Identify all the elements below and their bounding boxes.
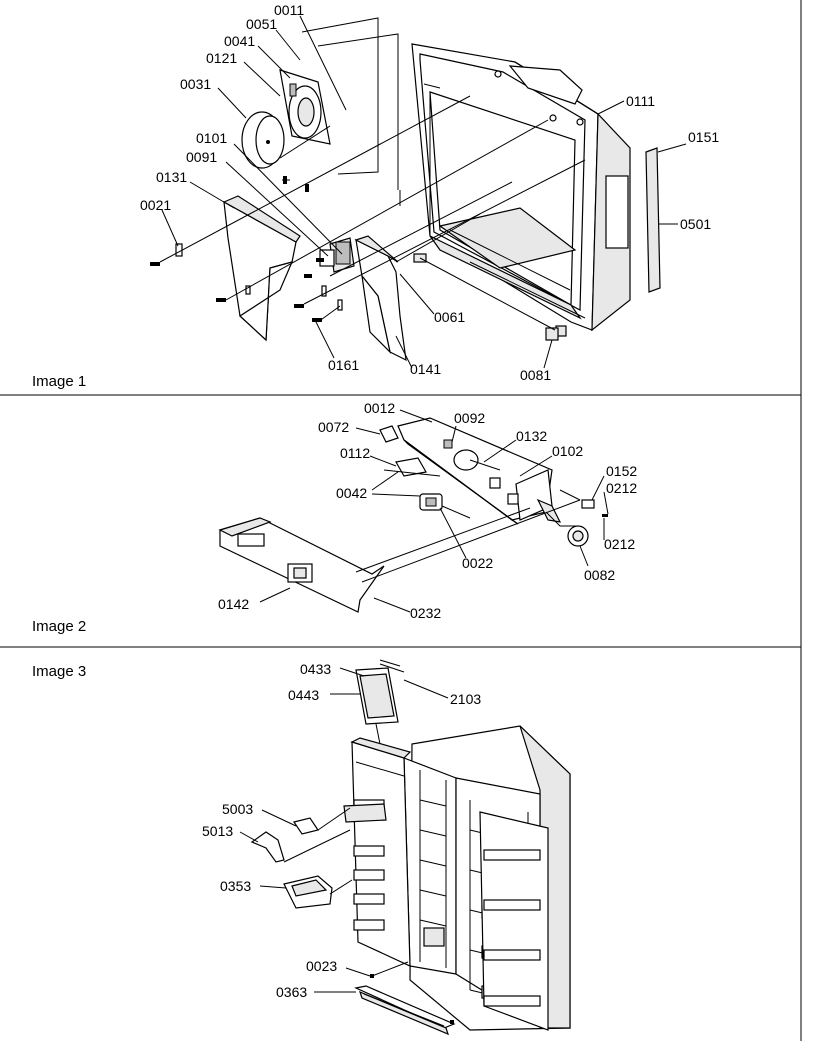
callout-0363: 0363 <box>276 984 307 1000</box>
fan-bracket-0011 <box>279 69 331 192</box>
callout-0141: 0141 <box>410 361 441 377</box>
callout-0142: 0142 <box>218 596 249 612</box>
damper-0082 <box>567 499 608 547</box>
guide-lines-panel-3 <box>283 723 409 977</box>
callout-0433: 0433 <box>300 661 331 677</box>
callout-0022: 0022 <box>462 555 493 571</box>
freezer-door <box>343 737 412 967</box>
callout-0012: 0012 <box>364 400 395 416</box>
callout-0212-top: 0212 <box>606 480 637 496</box>
guide-lines-panel-2 <box>355 469 581 583</box>
callout-0102: 0102 <box>552 443 583 459</box>
callout-2103: 2103 <box>450 691 481 707</box>
callout-5003: 5003 <box>222 801 253 817</box>
ice-tray-0353 <box>283 875 333 909</box>
control-housing-0012 <box>397 417 562 525</box>
callout-5013: 5013 <box>202 823 233 839</box>
motor-0091 <box>319 237 355 273</box>
grille-0363 <box>354 974 456 1036</box>
thermostat-0022 <box>419 493 443 511</box>
callout-0021: 0021 <box>140 197 171 213</box>
panel-1-drawing: 0011 0051 0041 0121 0031 0101 0091 0131 … <box>140 2 719 383</box>
callout-0121: 0121 <box>206 50 237 66</box>
callout-0061: 0061 <box>434 309 465 325</box>
switch-0112 <box>395 457 427 477</box>
callout-0132: 0132 <box>516 428 547 444</box>
callout-0353: 0353 <box>220 878 251 894</box>
dispenser-trim-0443 <box>355 659 405 725</box>
callout-0131: 0131 <box>156 169 187 185</box>
callout-0232: 0232 <box>410 605 441 621</box>
chute-0141 <box>354 235 407 362</box>
leaders-panel-2 <box>259 409 609 613</box>
callout-0101: 0101 <box>196 130 227 146</box>
callout-0011: 0011 <box>274 2 304 18</box>
callout-0112: 0112 <box>340 445 370 461</box>
gasket-0501 <box>645 147 661 293</box>
fan-blade-0031 <box>241 111 285 169</box>
panel-2-title: Image 2 <box>32 618 87 635</box>
callout-0023: 0023 <box>306 958 337 974</box>
callout-0091: 0091 <box>186 149 217 165</box>
callout-0072: 0072 <box>318 419 349 435</box>
callout-0212-bottom: 0212 <box>604 536 635 552</box>
panel-1-title: Image 1 <box>32 373 87 390</box>
leaders-panel-3 <box>239 667 449 993</box>
panel-3-drawing: 0433 0443 2103 5003 5013 0353 0023 0363 <box>202 659 571 1036</box>
callout-0161: 0161 <box>328 357 359 373</box>
callout-0042: 0042 <box>336 485 367 501</box>
callout-0111: 0111 <box>626 93 655 109</box>
chute-0131 <box>222 195 301 342</box>
callout-0081: 0081 <box>520 367 551 383</box>
guide-lines-panel-1 <box>159 95 586 331</box>
panel-3-title: Image 3 <box>32 663 87 680</box>
housing-0111 <box>411 43 631 337</box>
leaders-panel-1 <box>161 15 687 369</box>
callout-0152: 0152 <box>606 463 637 479</box>
callout-0041: 0041 <box>224 33 255 49</box>
callout-0151: 0151 <box>688 129 719 145</box>
panel-2-drawing: 0012 0072 0092 0132 0102 0112 0042 0152 … <box>218 400 637 621</box>
callout-0092: 0092 <box>454 410 485 426</box>
callout-0082: 0082 <box>584 567 615 583</box>
socket-0072 <box>379 425 399 443</box>
fridge-door <box>479 811 549 1031</box>
callout-0501: 0501 <box>680 216 711 232</box>
ice-chute-5003 <box>293 817 319 835</box>
cover-0142 <box>218 517 385 613</box>
ice-flap-5013 <box>250 831 285 863</box>
callout-0051: 0051 <box>246 16 277 32</box>
callout-0443: 0443 <box>288 687 319 703</box>
callout-0031: 0031 <box>180 76 211 92</box>
